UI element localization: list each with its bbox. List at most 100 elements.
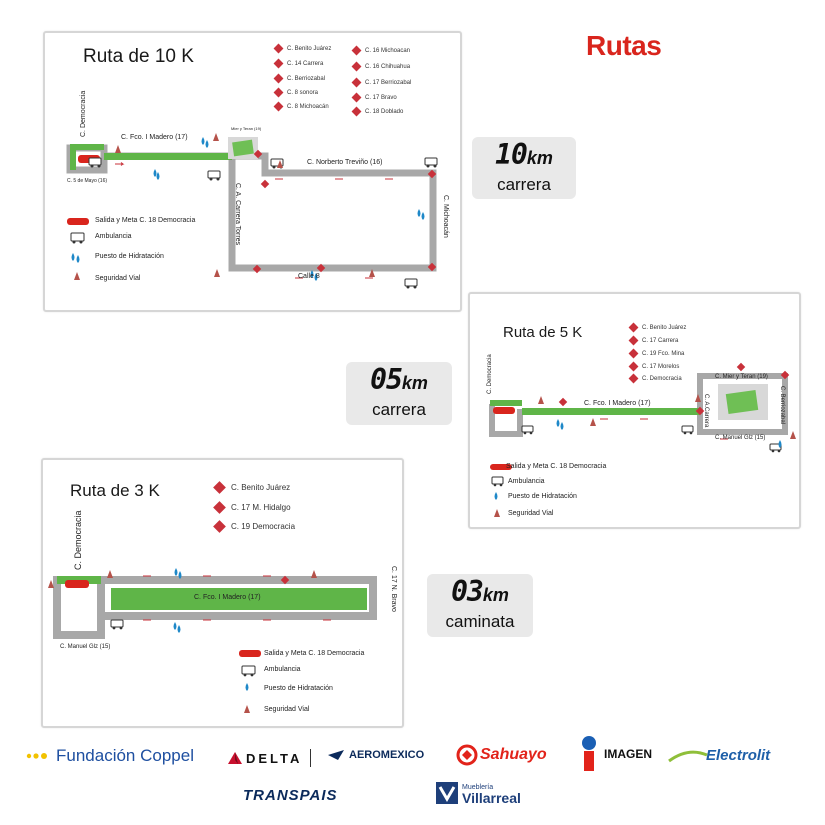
- poi-diamond-icon: [628, 373, 639, 384]
- legend-safety: Seguridad Vial: [264, 706, 310, 713]
- sponsor-sahuayo: Sahuayo: [456, 744, 547, 766]
- electrolit-swoosh-icon: [668, 750, 708, 762]
- poi-diamond-icon: [351, 106, 362, 117]
- distance-type: carrera: [497, 175, 551, 194]
- street-label-manuel: C. Manuel Glz (15): [60, 644, 111, 650]
- route-5k-title: Ruta de 5 K: [503, 324, 583, 341]
- poi-diamond-icon: [273, 43, 284, 54]
- street-label-calle8: Calle 8: [298, 273, 320, 280]
- poi-item: C. 19 Fco. Mina: [628, 348, 684, 359]
- legend-water: Puesto de Hidratación: [264, 685, 333, 692]
- street-label-madero: C. Fco. I Madero (17): [584, 400, 651, 407]
- poi-item: C. 19 Democracia: [213, 520, 295, 533]
- route-3k-card: Ruta de 3 K C. Benito Juárez C. 17 M. Hi…: [41, 458, 404, 728]
- poi-diamond-icon: [628, 322, 639, 333]
- route-10k-card: Ruta de 10 K C. Benito Juárez C. 14 Carr…: [43, 31, 462, 312]
- water-drop-icon: [153, 137, 425, 281]
- legend-ambulance: Ambulancia: [264, 666, 301, 673]
- poi-item: C. Berriozabal: [273, 73, 325, 84]
- distance-unit: km: [526, 148, 553, 168]
- street-label-carrera: C. A. Carrera Torres: [234, 183, 241, 246]
- distance-number: 10: [495, 138, 528, 171]
- traffic-cone-icon: [48, 570, 317, 588]
- route-3k-title: Ruta de 3 K: [70, 481, 160, 500]
- start-finish-marker: [493, 407, 515, 414]
- legend-safety: Seguridad Vial: [508, 510, 554, 517]
- street-label-democracia: C. Democracia: [80, 90, 87, 137]
- imagen-logo-icon: [582, 736, 596, 771]
- route-10k-map: [66, 133, 438, 289]
- distance-badge-5k: 05km carrera: [346, 362, 452, 425]
- poi-item: C. 8 Michoacán: [273, 101, 329, 112]
- traffic-cone-icon: [538, 394, 796, 439]
- distance-type: carrera: [372, 400, 426, 419]
- street-label-mier: C. Mier y Teran (19): [715, 374, 768, 380]
- legend-start-finish: Salida y Meta C. 18 Democracia: [95, 217, 196, 224]
- poi-item: C. 14 Carrera: [273, 58, 323, 69]
- street-label-madero: C. Fco. I Madero (17): [194, 594, 261, 601]
- aeromexico-logo-icon: [328, 750, 344, 760]
- distance-badge-3k: 03km caminata: [427, 574, 533, 637]
- street-label-cinco-mayo: C. 5 de Mayo (16): [67, 178, 108, 184]
- distance-number: 03: [451, 575, 484, 608]
- poi-diamond-icon: [351, 61, 362, 72]
- poi-item: C. 16 Chihuahua: [351, 61, 410, 72]
- poi-item: C. 17 Berriozabal: [351, 77, 411, 88]
- sponsor-divider: [310, 749, 312, 767]
- legend-safety: Seguridad Vial: [95, 275, 141, 282]
- street-label-mier: Mier y Teran (19): [231, 126, 262, 131]
- sponsor-delta: DELTA: [228, 749, 312, 767]
- start-finish-marker: [65, 580, 89, 588]
- distance-badge-10k: 10km carrera: [472, 137, 576, 199]
- poi-diamond-icon: [273, 87, 284, 98]
- poi-item: C. 17 Morelos: [628, 361, 679, 372]
- poi-diamond-icon: [273, 58, 284, 69]
- sponsor-villarreal: Mueblería Villarreal: [436, 782, 521, 805]
- sponsor-electrolit: Electrolit: [668, 747, 770, 764]
- ambulance-icon: [110, 619, 124, 630]
- distance-unit: km: [482, 585, 509, 605]
- delta-logo-icon: [228, 752, 242, 764]
- poi-diamond-icon: [213, 481, 226, 494]
- poi-item: C. Benito Juárez: [273, 43, 331, 54]
- poi-item: C. 8 sonora: [273, 87, 318, 98]
- poi-diamond-icon: [351, 92, 362, 103]
- legend-water: Puesto de Hidratación: [95, 253, 164, 260]
- street-label-carrera: C. A.Carrera: [703, 394, 709, 428]
- sponsor-imagen: IMAGEN: [578, 736, 652, 772]
- poi-diamond-icon: [213, 501, 226, 514]
- coppel-dots-icon: [26, 753, 47, 759]
- distance-number: 05: [370, 363, 403, 396]
- street-label-madero: C. Fco. I Madero (17): [121, 134, 188, 141]
- poi-item: C. 17 Carrera: [628, 335, 678, 346]
- street-label-democracia: C. Democracia: [487, 354, 493, 394]
- water-drop-icon: [556, 419, 782, 448]
- page-title: Rutas: [586, 30, 662, 61]
- poi-diamond-icon: [213, 520, 226, 533]
- legend-ambulance: Ambulancia: [508, 478, 545, 485]
- route-3k-map: [48, 568, 377, 713]
- poi-diamond-icon: [351, 77, 362, 88]
- distance-unit: km: [401, 373, 428, 393]
- route-5k-map: [489, 362, 796, 517]
- legend-start-finish: Salida y Meta C. 18 Democracia: [264, 650, 365, 657]
- traffic-cone-icon: [115, 133, 375, 277]
- street-label-bravo: C. 17 N. Bravo: [390, 566, 397, 612]
- ambulance-icon: [521, 425, 782, 453]
- sponsor-coppel: Fundación Coppel: [26, 746, 194, 766]
- legend-start-finish: Salida y Meta C. 18 Democracia: [506, 463, 607, 470]
- poi-diamond-icon: [628, 348, 639, 359]
- villarreal-logo-icon: [436, 782, 458, 804]
- route-5k-card: Ruta de 5 K C. Benito Juárez C. 17 Carre…: [468, 292, 801, 529]
- ambulance-icon: [88, 157, 438, 289]
- street-label-michoacan: C. Michoacán: [442, 195, 449, 238]
- street-label-manuel: C. Manuel Glz (15): [715, 435, 766, 441]
- street-label-democracia: C. Democracia: [73, 510, 83, 570]
- sponsor-transpais: TRANSPAIS: [243, 787, 338, 804]
- sponsor-aeromexico: AEROMEXICO: [326, 748, 424, 762]
- poi-diamond-icon: [628, 361, 639, 372]
- poi-diamond-icon: [273, 73, 284, 84]
- poi-item: C. 17 M. Hidalgo: [213, 501, 291, 514]
- poi-item: C. Benito Juárez: [628, 322, 686, 333]
- legend-ambulance: Ambulancia: [95, 233, 132, 240]
